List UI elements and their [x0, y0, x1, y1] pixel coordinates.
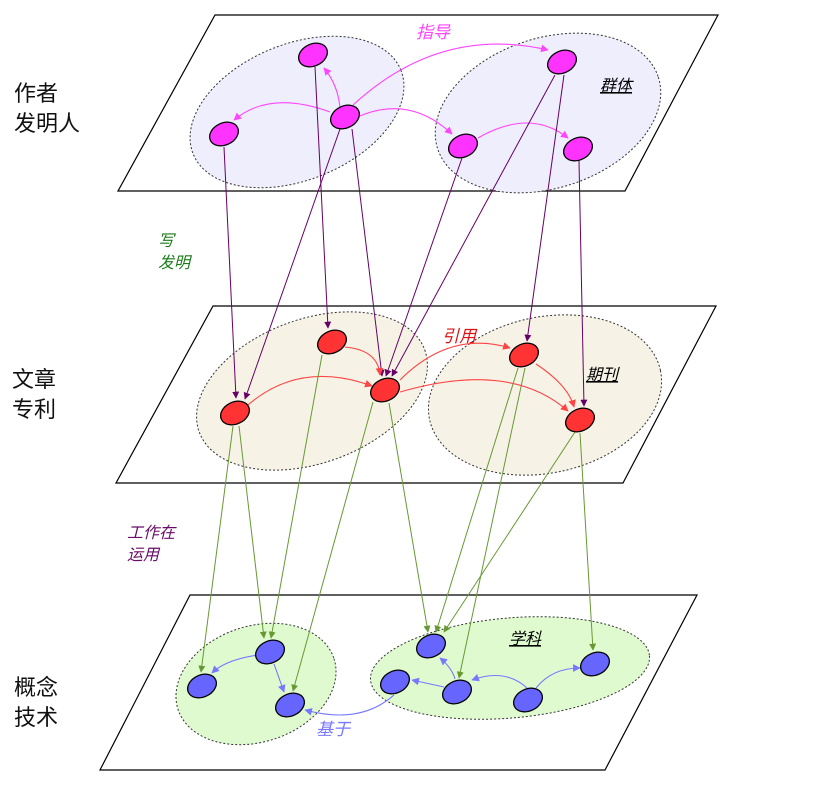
authors-layer-label: 作者 发明人: [14, 82, 81, 137]
author-node[interactable]: [206, 118, 242, 151]
author-node[interactable]: [327, 101, 363, 134]
concept-node[interactable]: [377, 666, 413, 699]
papers-group-label: 期刊: [586, 365, 620, 384]
authors-group-right: [434, 32, 662, 194]
write-edge: [351, 128, 385, 377]
write-invent-label: 写 发明: [158, 231, 191, 272]
write-edge: [524, 74, 565, 342]
author-node[interactable]: [544, 46, 580, 79]
guide-edge: [323, 67, 341, 109]
guide-edge: [359, 108, 453, 135]
cite-edge: [399, 379, 569, 412]
author-node[interactable]: [560, 133, 596, 166]
concept-node[interactable]: [439, 676, 475, 709]
author-node[interactable]: [295, 39, 331, 72]
write-edge: [578, 160, 588, 407]
based-on-edge: [304, 694, 395, 716]
apply-edge: [238, 425, 267, 639]
author-nodes: [206, 39, 596, 166]
concept-node[interactable]: [510, 684, 546, 717]
write-edge: [314, 66, 332, 329]
papers-layer-label: 文章 专利: [12, 368, 57, 423]
concept-node[interactable]: [252, 636, 288, 669]
papers-group-left: [196, 311, 428, 471]
based-on-edge: [273, 663, 286, 693]
write-edge: [391, 74, 556, 377]
guide-edge: [477, 122, 569, 139]
write-invent-edges: [223, 66, 588, 407]
paper-nodes: [217, 326, 598, 437]
write-edge: [384, 157, 463, 377]
authors-edges: [233, 43, 569, 139]
based-on-edge: [471, 674, 528, 689]
concept-node[interactable]: [184, 670, 220, 703]
cite-edge: [399, 342, 511, 381]
work-apply-label: 工作在 运用: [127, 523, 176, 564]
guide-edge: [233, 102, 331, 121]
write-edge: [243, 128, 341, 400]
paper-node[interactable]: [367, 374, 403, 407]
authors-edge-label: 指导: [416, 23, 451, 43]
papers-edge-label: 引用: [442, 327, 478, 347]
concepts-edge-label: 基于: [316, 720, 352, 740]
write-edge: [223, 146, 240, 399]
concepts-group-label: 学科: [509, 629, 542, 648]
based-on-edge: [211, 654, 259, 674]
work-apply-edges: [198, 354, 597, 692]
paper-node[interactable]: [314, 326, 350, 359]
apply-edge: [456, 367, 526, 679]
concept-nodes: [184, 630, 613, 722]
apply-edge: [579, 432, 597, 651]
author-node[interactable]: [445, 130, 481, 163]
apply-edge: [443, 431, 576, 633]
apply-edge: [434, 367, 519, 633]
paper-node[interactable]: [217, 397, 253, 430]
concept-node[interactable]: [413, 630, 449, 663]
apply-edge: [291, 401, 374, 692]
paper-node[interactable]: [562, 404, 598, 437]
based-on-edge: [535, 664, 581, 689]
based-on-edge: [439, 657, 456, 680]
paper-node[interactable]: [506, 339, 542, 372]
cite-edge: [535, 363, 576, 408]
cite-edge: [247, 376, 373, 406]
authors-group-label: 群体: [600, 76, 634, 95]
papers-edges: [247, 342, 576, 412]
apply-edge: [268, 354, 323, 639]
concepts-layer-label: 概念 技术: [14, 676, 59, 731]
concept-node[interactable]: [577, 648, 613, 681]
cite-edge: [344, 346, 384, 376]
based-on-edge: [411, 677, 445, 688]
concept-node[interactable]: [272, 689, 308, 722]
apply-edge: [388, 402, 431, 633]
apply-edge: [198, 425, 234, 673]
guide-edge: [352, 43, 549, 106]
concepts-edges: [211, 654, 581, 716]
